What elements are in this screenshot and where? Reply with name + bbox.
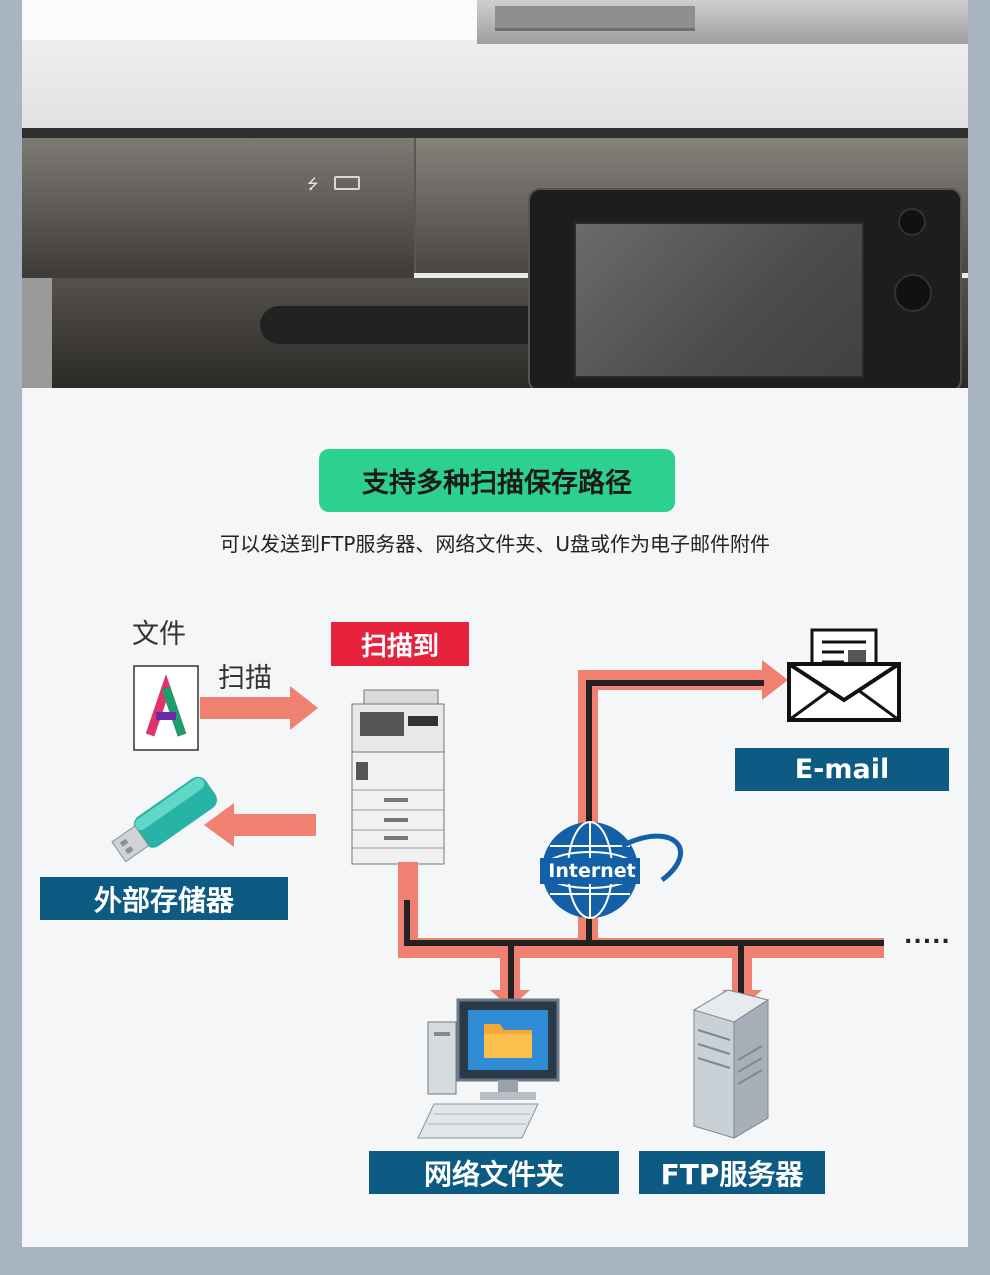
section-title-banner: 支持多种扫描保存路径 xyxy=(319,449,675,512)
product-card: ⭍ 支持多种扫描保存路径 可以发送到FTP服务器、网络文件夹、U盘或作为电子邮件… xyxy=(22,0,968,1247)
ftp-server-label: FTP服务器 xyxy=(639,1151,825,1194)
internet-label: Internet xyxy=(548,860,636,882)
usb-port-icon xyxy=(334,176,360,190)
usb-drive-icon xyxy=(111,776,218,863)
scan-label: 扫描 xyxy=(218,663,272,694)
printer-product-photo: ⭍ xyxy=(22,0,968,388)
desktop-computer-icon xyxy=(417,998,560,1139)
scan-to-label: 扫描到 xyxy=(331,622,469,666)
power-button-icon xyxy=(898,208,926,236)
email-label: E-mail xyxy=(735,748,949,791)
document-label: 文件 xyxy=(132,619,186,650)
storage-arrow xyxy=(204,803,316,847)
paper-tray-handle xyxy=(260,306,540,344)
document-a-icon xyxy=(133,665,199,751)
network-lines xyxy=(398,660,884,1008)
network-folder-label: 网络文件夹 xyxy=(369,1151,619,1194)
email-envelope-icon xyxy=(787,628,901,722)
server-tower-icon xyxy=(692,989,770,1139)
folder-icon xyxy=(484,1024,532,1058)
home-button-icon xyxy=(894,274,932,312)
touch-screen xyxy=(574,222,864,378)
section-subtitle: 可以发送到FTP服务器、网络文件夹、U盘或作为电子邮件附件 xyxy=(219,532,771,556)
external-storage-label: 外部存储器 xyxy=(40,877,288,920)
usb-symbol-icon: ⭍ xyxy=(307,177,319,193)
more-destinations-indicator: ..... xyxy=(904,924,951,949)
printer-icon xyxy=(351,689,445,865)
control-panel xyxy=(528,188,962,388)
